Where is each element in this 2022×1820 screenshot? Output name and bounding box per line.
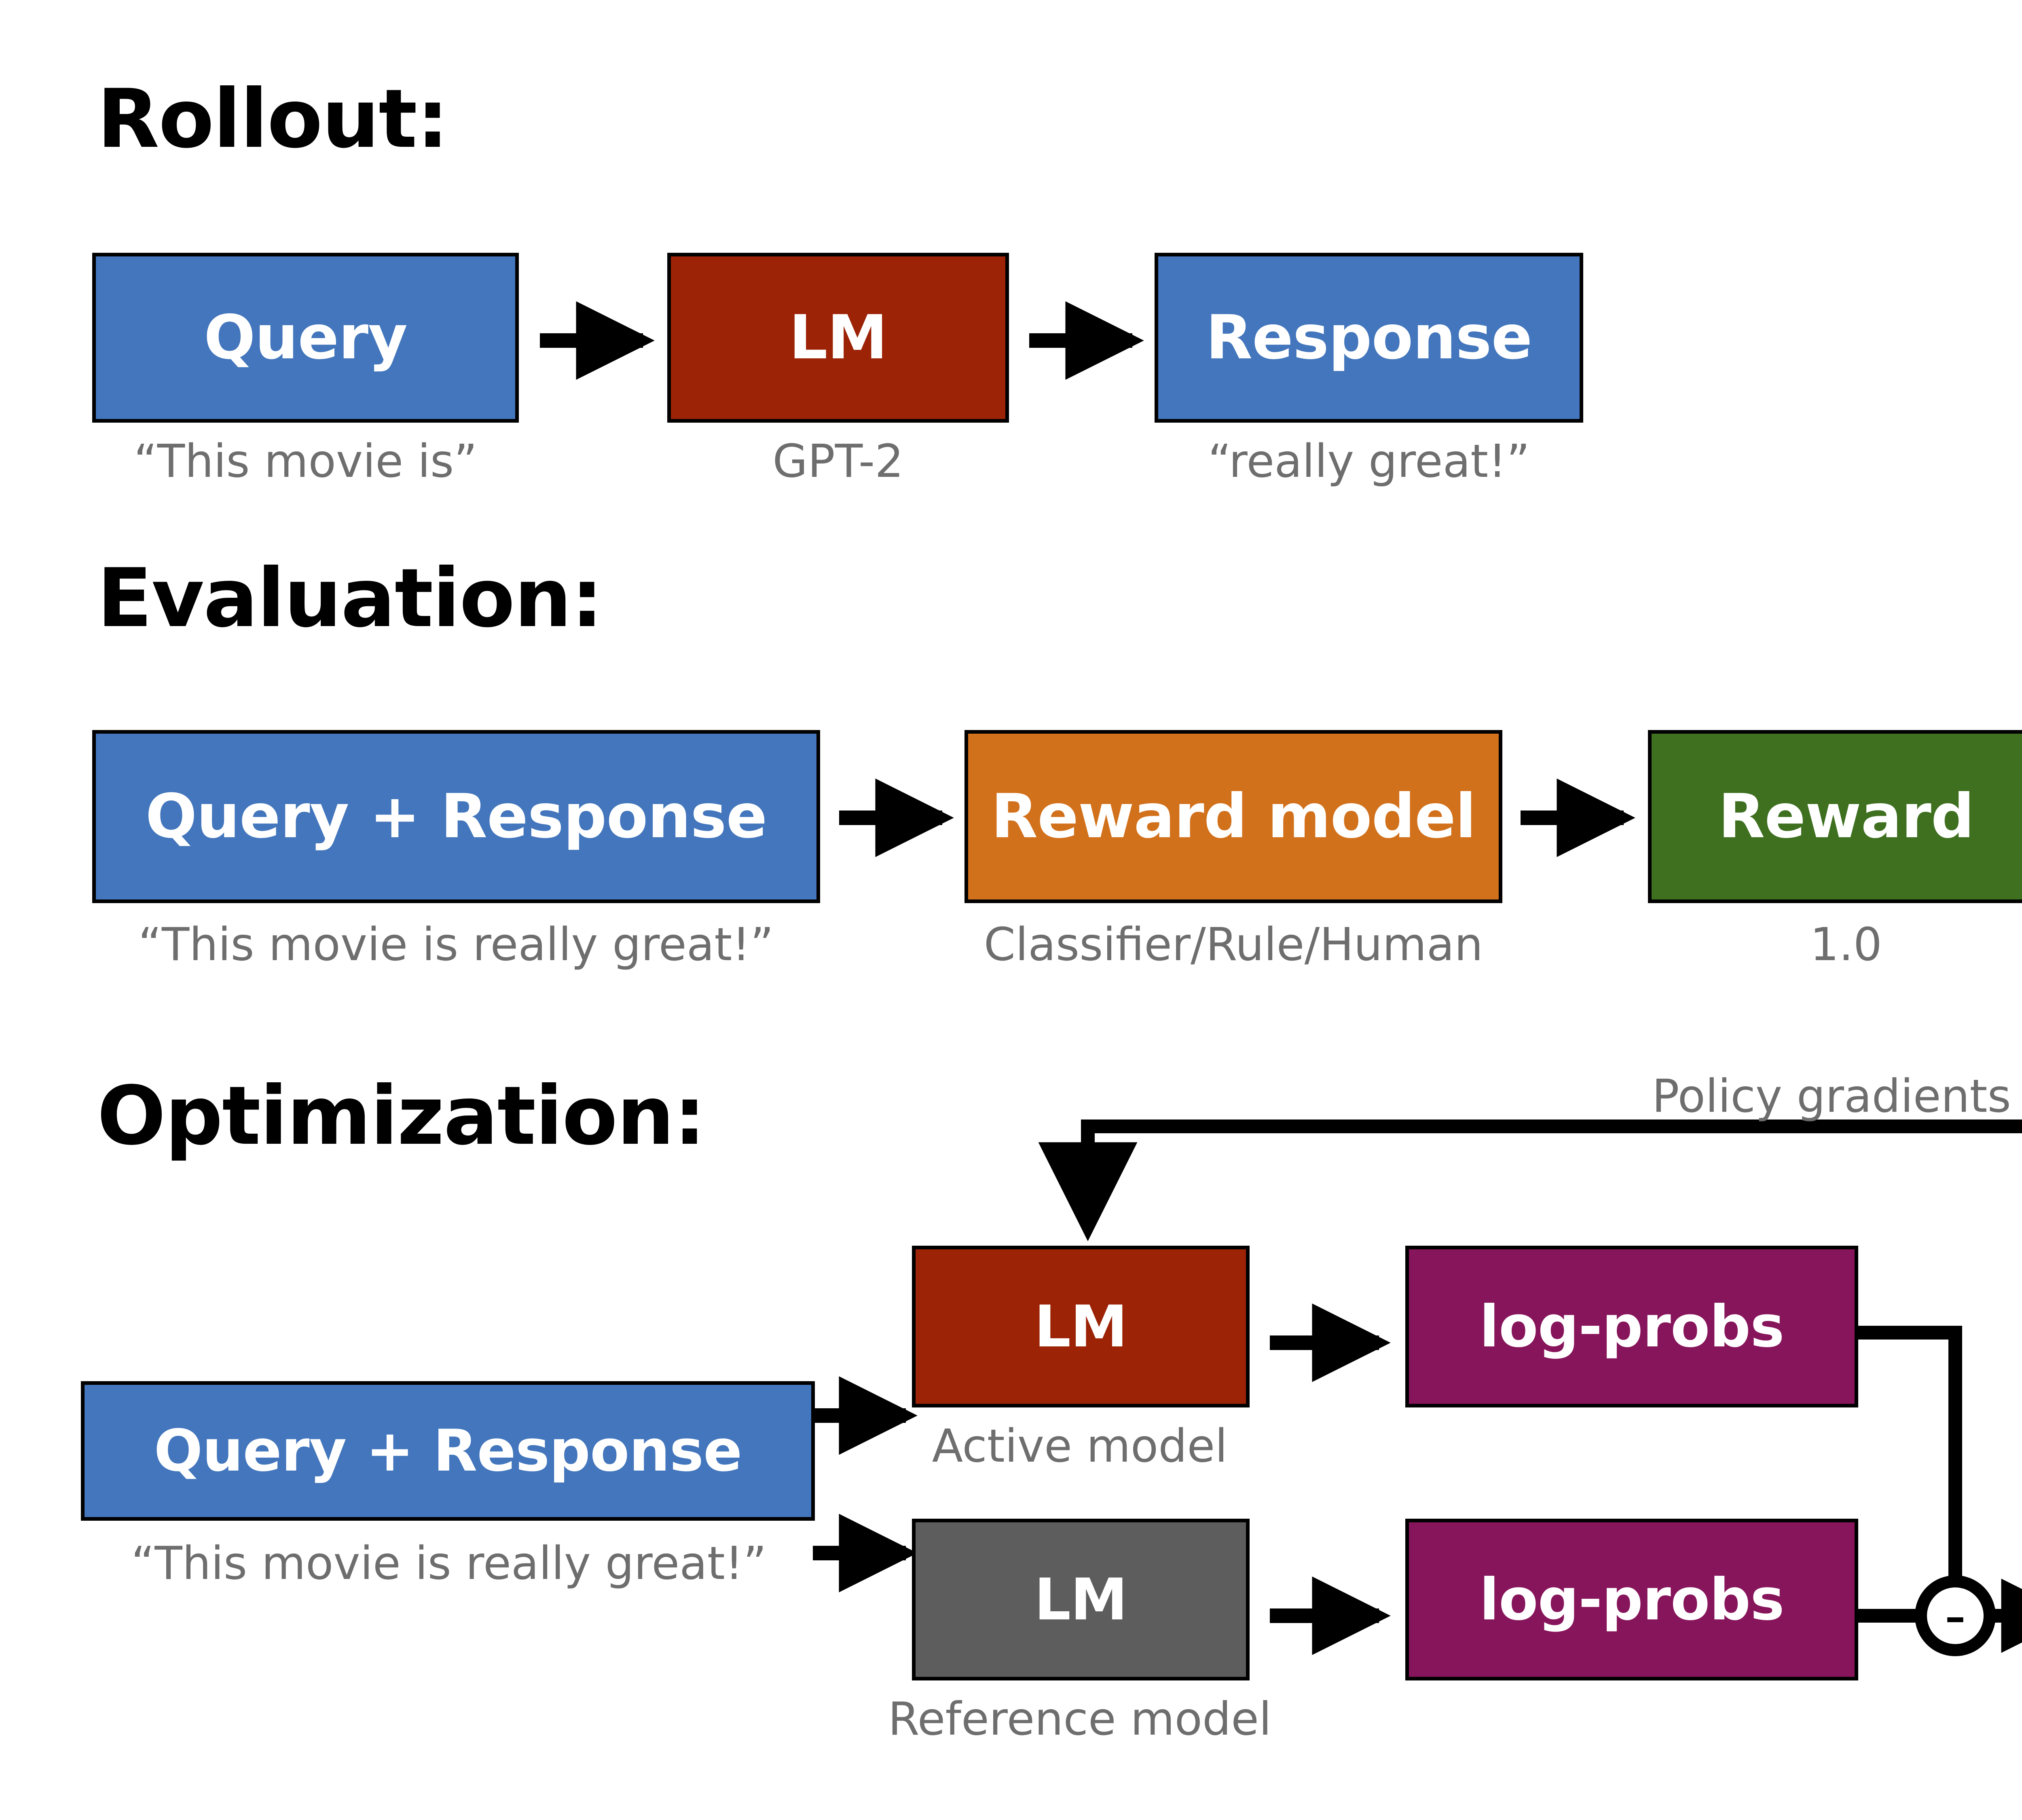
caption-rollout-response: “really great!” — [1208, 435, 1530, 488]
node-rollout-lm: LM — [667, 253, 1009, 423]
caption-eval-query-response: “This movie is really great!” — [138, 918, 774, 971]
caption-rollout-lm: GPT-2 — [772, 435, 904, 488]
node-opt-lm-active: LM — [912, 1246, 1250, 1407]
node-opt-query-response: Query + Response — [81, 1381, 815, 1521]
node-eval-reward: Reward — [1648, 730, 2022, 903]
feedback-loop-ppo-to-lm-active — [1038, 1120, 2022, 1242]
node-label: Query + Response — [154, 1418, 742, 1484]
connector-logprobs-active-to-minus — [1856, 1326, 1962, 1616]
section-title-optimization: Optimization: — [97, 1069, 706, 1163]
node-label: log-probs — [1479, 1566, 1784, 1633]
node-label: LM — [1034, 1566, 1128, 1633]
node-label: Query — [204, 303, 408, 373]
caption-opt-query-response: “This movie is really great!” — [131, 1537, 767, 1590]
node-label: LM — [789, 303, 888, 373]
caption-opt-lm-active: Active model — [932, 1420, 1228, 1473]
feedback-loop-label: Policy gradients optimize model — [1652, 1070, 2022, 1123]
node-label: Query + Response — [145, 781, 768, 852]
caption-rollout-query: “This movie is” — [133, 435, 478, 488]
node-rollout-query: Query — [92, 253, 519, 423]
section-title-evaluation: Evaluation: — [97, 551, 603, 645]
node-label: LM — [1034, 1293, 1128, 1360]
node-eval-query-response: Query + Response — [92, 730, 820, 903]
node-eval-reward-model: Reward model — [964, 730, 1502, 903]
node-label: Reward model — [991, 781, 1476, 852]
node-opt-logprobs-reference: log-probs — [1405, 1519, 1858, 1680]
section-title-rollout: Rollout: — [97, 72, 449, 166]
caption-eval-reward-model: Classifier/Rule/Human — [984, 918, 1483, 971]
node-label: log-probs — [1479, 1293, 1784, 1360]
subtract-operator-glyph: - — [1944, 1581, 1967, 1651]
caption-opt-lm-reference: Reference model — [888, 1693, 1272, 1746]
node-label: Response — [1206, 303, 1533, 373]
node-rollout-response: Response — [1155, 253, 1583, 423]
node-label: Reward — [1718, 781, 1974, 852]
subtract-operator-circle — [1915, 1575, 1996, 1656]
caption-eval-reward: 1.0 — [1810, 918, 1882, 971]
node-opt-logprobs-active: log-probs — [1405, 1246, 1858, 1407]
node-opt-lm-reference: LM — [912, 1519, 1250, 1680]
